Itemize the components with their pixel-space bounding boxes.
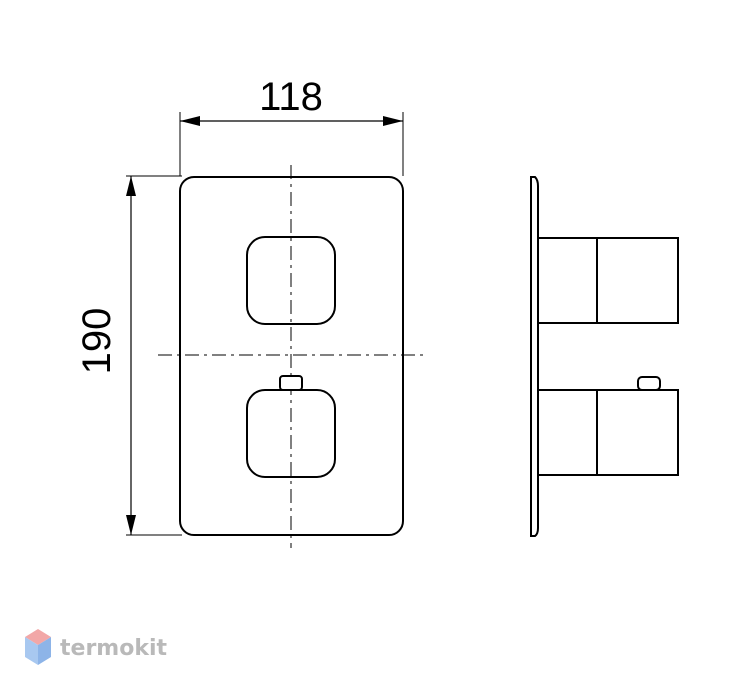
front-view	[158, 165, 425, 548]
safety-button-outline	[279, 375, 303, 391]
lower-handle-side	[538, 389, 679, 476]
upper-handle-side	[538, 237, 679, 324]
height-label: 190	[75, 308, 119, 375]
upper-handle-outline	[246, 236, 336, 325]
side-button-outline	[637, 376, 661, 391]
width-dimension: 118	[179, 75, 404, 176]
width-label: 118	[259, 75, 323, 119]
side-plate-outline	[530, 176, 539, 537]
watermark-text: termokit	[60, 636, 167, 661]
height-dimension: 190	[75, 175, 182, 536]
watermark: termokit	[25, 629, 167, 665]
side-view	[530, 176, 679, 537]
watermark-logo-icon	[25, 629, 51, 665]
